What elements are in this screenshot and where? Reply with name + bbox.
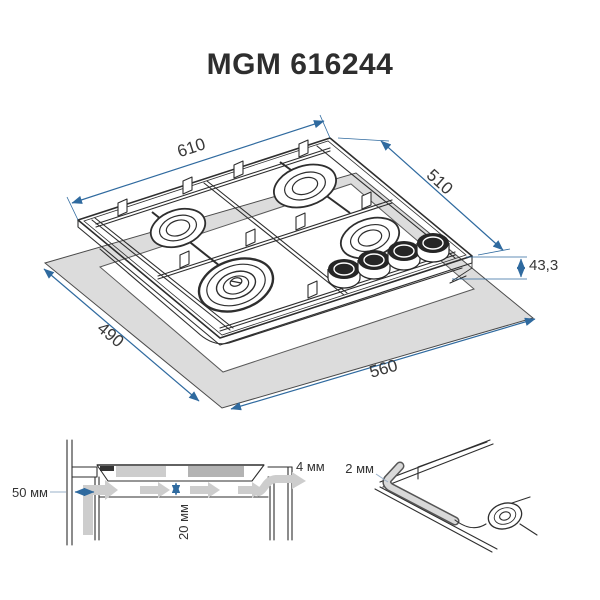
dim-label-510: 510 xyxy=(423,165,457,198)
dim-label-43-3: 43,3 xyxy=(529,257,558,274)
hob-section xyxy=(96,464,265,482)
label-50mm: 50 мм xyxy=(12,485,48,500)
knob xyxy=(327,259,361,289)
dimension-50mm: 50 мм xyxy=(12,485,95,500)
rear-gap-arrow xyxy=(254,472,306,497)
installation-section-diagram: 50 мм 20 мм 4 мм xyxy=(12,439,325,546)
burner-back-left xyxy=(149,207,207,249)
page-title: MGM 616244 xyxy=(206,48,394,81)
wall-lines xyxy=(66,439,73,546)
knob xyxy=(357,250,391,280)
seal-detail-diagram: 2 мм xyxy=(345,439,538,553)
label-4mm: 4 мм xyxy=(296,459,325,474)
hob-isometric-diagram: 610 510 43,3 490 xyxy=(43,114,558,411)
label-2mm: 2 мм xyxy=(345,461,374,476)
dimension-20mm: 20 мм xyxy=(171,482,191,540)
gasket-band xyxy=(382,461,460,526)
label-20mm: 20 мм xyxy=(176,504,191,540)
burner-wok xyxy=(197,257,275,313)
tape-roll xyxy=(487,502,523,530)
dimension-560: 560 xyxy=(230,317,536,411)
dimension-43-3: 43,3 xyxy=(452,256,558,280)
dim-label-610: 610 xyxy=(175,134,208,161)
knob xyxy=(416,233,450,263)
knob xyxy=(387,241,421,271)
dimension-2mm: 2 мм xyxy=(345,461,389,483)
airflow-arrows xyxy=(83,480,264,535)
